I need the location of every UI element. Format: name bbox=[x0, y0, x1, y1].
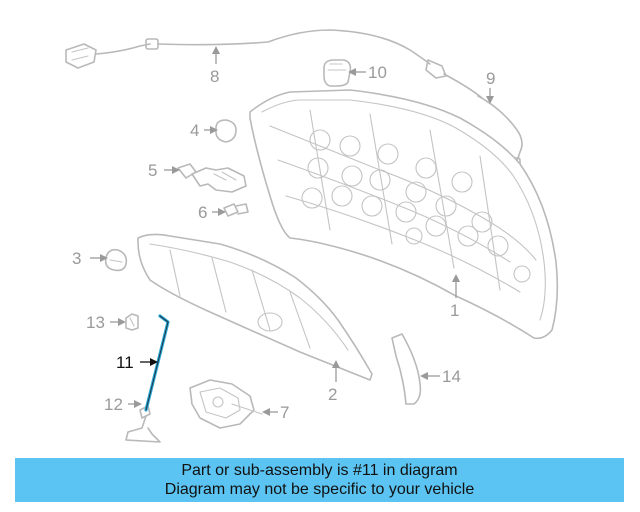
part-5-bracket[interactable] bbox=[177, 163, 247, 193]
callout-2: 2 bbox=[328, 360, 340, 404]
svg-text:5: 5 bbox=[148, 161, 157, 180]
part-1-hood[interactable] bbox=[249, 89, 559, 340]
part-4-bumper[interactable] bbox=[215, 119, 237, 143]
callout-7: 7 bbox=[262, 403, 289, 422]
part-12-prop-rod-retainer[interactable] bbox=[125, 405, 161, 443]
part-2-insulator[interactable] bbox=[137, 233, 373, 381]
svg-text:14: 14 bbox=[442, 367, 461, 386]
info-banner: Part or sub-assembly is #11 in diagram D… bbox=[15, 458, 624, 502]
callout-3: 3 bbox=[72, 249, 108, 268]
svg-text:2: 2 bbox=[328, 385, 337, 404]
callout-9: 9 bbox=[486, 69, 495, 104]
svg-text:10: 10 bbox=[368, 63, 387, 82]
callout-6: 6 bbox=[198, 203, 226, 222]
part-3-retainer[interactable] bbox=[104, 248, 128, 272]
callout-1: 1 bbox=[450, 274, 460, 320]
svg-text:8: 8 bbox=[210, 67, 219, 86]
part-14-seal[interactable] bbox=[391, 333, 422, 405]
svg-text:11: 11 bbox=[116, 353, 134, 372]
svg-text:4: 4 bbox=[190, 121, 199, 140]
callout-8: 8 bbox=[210, 46, 220, 86]
svg-text:9: 9 bbox=[486, 69, 495, 88]
banner-line-part: Part or sub-assembly is #11 in diagram bbox=[181, 462, 458, 479]
svg-text:3: 3 bbox=[72, 249, 81, 268]
part-10-bumper[interactable] bbox=[323, 59, 352, 87]
banner-line-disclaimer: Diagram may not be specific to your vehi… bbox=[164, 481, 475, 498]
callout-5: 5 bbox=[148, 161, 180, 180]
svg-text:12: 12 bbox=[104, 395, 123, 414]
part-6-push-pin[interactable] bbox=[223, 203, 249, 217]
callout-11: 11 bbox=[116, 353, 158, 372]
callout-12: 12 bbox=[104, 395, 142, 414]
part-8-release-cable[interactable] bbox=[65, 29, 483, 99]
part-13-clip[interactable] bbox=[125, 313, 139, 331]
callout-4: 4 bbox=[190, 121, 218, 140]
svg-text:6: 6 bbox=[198, 203, 207, 222]
hood-reinforcement-holes bbox=[301, 129, 531, 283]
part-7-latch[interactable] bbox=[189, 379, 263, 429]
callout-10: 10 bbox=[348, 63, 387, 82]
svg-text:7: 7 bbox=[280, 403, 289, 422]
callout-14: 14 bbox=[420, 367, 461, 386]
svg-text:1: 1 bbox=[450, 301, 459, 320]
svg-text:13: 13 bbox=[86, 313, 105, 332]
part-11-prop-rod[interactable] bbox=[144, 314, 170, 412]
callout-13: 13 bbox=[86, 313, 126, 332]
